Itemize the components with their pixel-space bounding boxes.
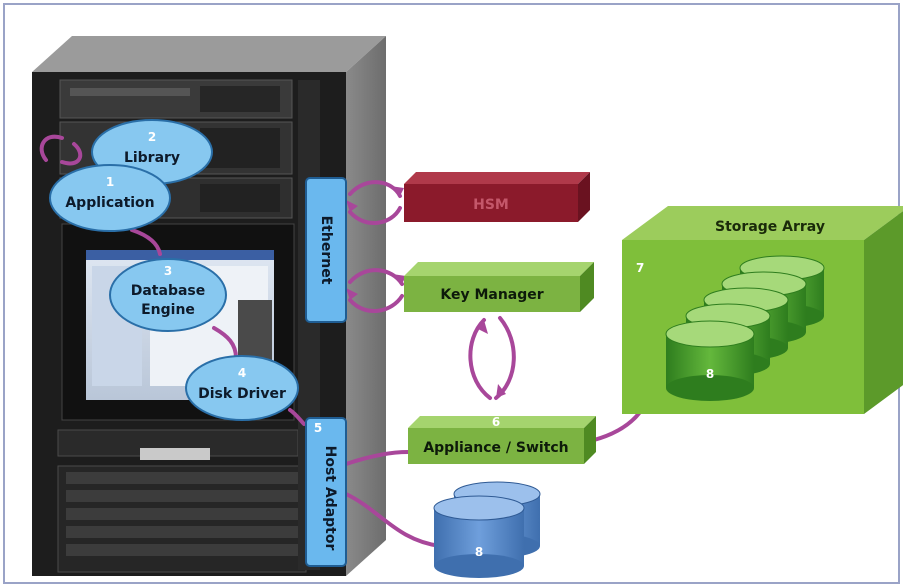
connector-library-app-loop xyxy=(39,134,64,162)
disk-driver-oval: 4 Disk Driver xyxy=(185,355,299,421)
connector-db-disk xyxy=(212,326,238,360)
drive-row xyxy=(66,508,298,520)
local-disk-number: 8 xyxy=(475,545,483,559)
rack-side xyxy=(346,36,386,576)
storage-disk-front: 8 xyxy=(665,320,755,401)
hsm-box: HSM xyxy=(404,172,590,222)
disk-stack: 8 xyxy=(665,255,825,401)
application-oval: 1 Application xyxy=(49,164,171,232)
disk-driver-number: 4 xyxy=(238,366,246,380)
connector-hba-localdisk xyxy=(344,492,442,548)
application-number: 1 xyxy=(106,175,114,189)
host-adaptor-bar: 5 Host Adaptor xyxy=(305,417,347,567)
database-engine-line2: Engine xyxy=(141,302,195,318)
host-adaptor-number: 5 xyxy=(314,421,322,435)
screen-image xyxy=(238,300,272,360)
local-disk-front: 8 xyxy=(433,495,525,578)
appliance-switch-box: 6 Appliance / Switch xyxy=(408,415,596,464)
appliance-label: Appliance / Switch xyxy=(423,440,568,456)
disk-driver-label: Disk Driver xyxy=(198,386,286,402)
arrowhead xyxy=(392,274,406,284)
connector-app-db xyxy=(130,228,162,256)
database-engine-number: 3 xyxy=(164,264,172,278)
connector-library-app-loop xyxy=(60,142,83,166)
arrowheads xyxy=(346,186,506,398)
storage-disk-number: 8 xyxy=(706,367,714,381)
arrowhead xyxy=(346,200,358,212)
keyboard-handle xyxy=(140,448,210,460)
appliance-number: 6 xyxy=(492,415,500,429)
local-disk: 8 xyxy=(433,481,541,578)
server-vent xyxy=(70,88,190,96)
hsm-label: HSM xyxy=(473,197,509,213)
ethernet-bar: Ethernet xyxy=(305,177,347,323)
key-manager-box: Key Manager xyxy=(404,262,594,312)
connector-ethernet-hsm xyxy=(348,206,402,226)
key-manager-label: Key Manager xyxy=(440,287,543,303)
drive-row xyxy=(66,472,298,484)
arrowhead xyxy=(496,384,506,398)
storage-array-number: 7 xyxy=(636,261,644,275)
screen-titlebar xyxy=(86,250,274,260)
storage-array-title: Storage Array xyxy=(715,219,825,235)
server-bays xyxy=(200,184,280,212)
library-number: 2 xyxy=(148,130,156,144)
storage-array: Storage Array 7 xyxy=(622,206,903,414)
drive-row xyxy=(66,526,298,538)
connector-ethernet-km xyxy=(348,294,404,314)
rack-top xyxy=(32,36,386,72)
server-bays xyxy=(200,86,280,112)
server-bays xyxy=(200,128,280,168)
connector-hba-appliance xyxy=(344,450,410,466)
application-label: Application xyxy=(65,195,154,211)
arrowhead xyxy=(476,320,488,334)
library-label: Library xyxy=(124,150,180,166)
database-engine-line1: Database xyxy=(131,283,206,299)
drive-row xyxy=(66,544,298,556)
database-engine-oval: 3 Database Engine xyxy=(109,258,227,332)
drive-row xyxy=(66,490,298,502)
host-adaptor-label: Host Adaptor xyxy=(322,446,338,551)
arrowhead xyxy=(390,186,404,196)
ethernet-label: Ethernet xyxy=(318,216,334,285)
arrowhead xyxy=(346,288,358,300)
connector-disk-hba xyxy=(288,408,306,426)
